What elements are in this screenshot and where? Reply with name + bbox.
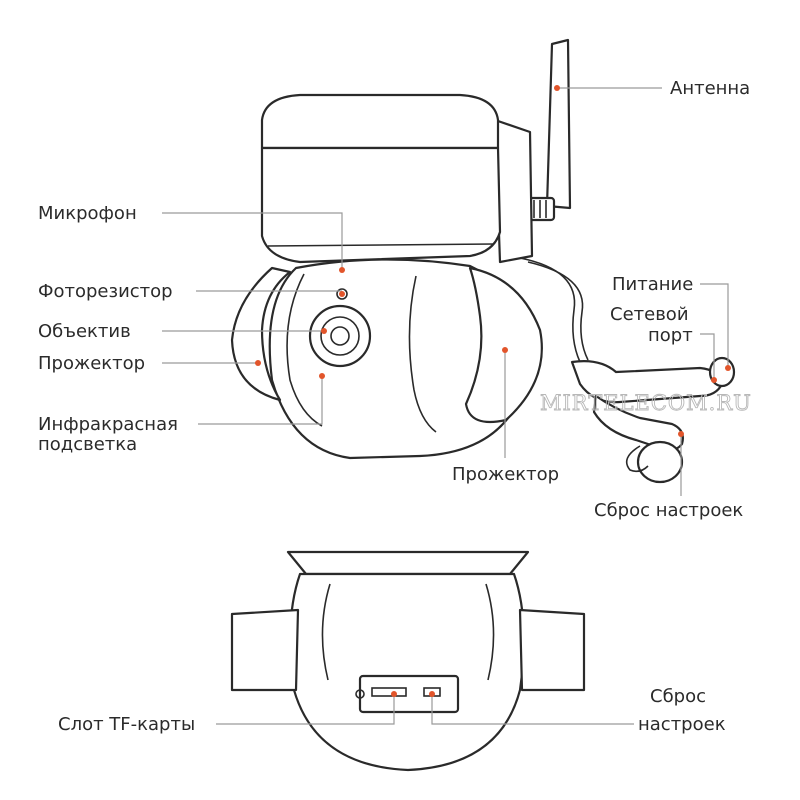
microphone-marker [339,267,345,273]
lens-label: Объектив [38,321,131,342]
spotlight-left-marker [255,360,261,366]
reset-bottom-label-line2: настроек [638,714,726,735]
reset-top-label: Сброс настроек [594,500,743,521]
camera-front-view [230,38,736,484]
labels: Антенна Микрофон Фоторезистор Объектив П… [38,78,750,735]
spotlight-right-label: Прожектор [452,464,559,485]
power-label: Питание [612,274,693,295]
network-marker [711,377,717,383]
power-marker [725,365,731,371]
reset-bottom-label-line1: Сброс [650,686,706,707]
spotlight-left-label: Прожектор [38,353,145,374]
tf-slot-marker [391,691,397,697]
microphone-label: Микрофон [38,203,137,224]
lens-marker [321,328,327,334]
tf-slot-label: Слот TF-карты [58,714,195,735]
reset-top-marker [678,431,684,437]
antenna [526,38,572,222]
camera-bottom-view [230,550,586,772]
antenna-label: Антенна [670,78,750,99]
spotlight-right-marker [502,347,508,353]
marker-dots [255,85,731,697]
ir-label-line1: Инфракрасная [38,414,178,435]
ir-marker [319,373,325,379]
reset-bottom-marker [429,691,435,697]
network-label-line2: порт [648,325,693,346]
photoresistor-marker [339,291,345,297]
ir-label-line2: подсветка [38,434,137,455]
antenna-marker [554,85,560,91]
watermark: MIRTELECOM.RU [540,391,752,415]
network-label-line1: Сетевой [610,304,689,325]
photoresistor-label: Фоторезистор [38,281,173,302]
leader-lines [162,87,729,725]
